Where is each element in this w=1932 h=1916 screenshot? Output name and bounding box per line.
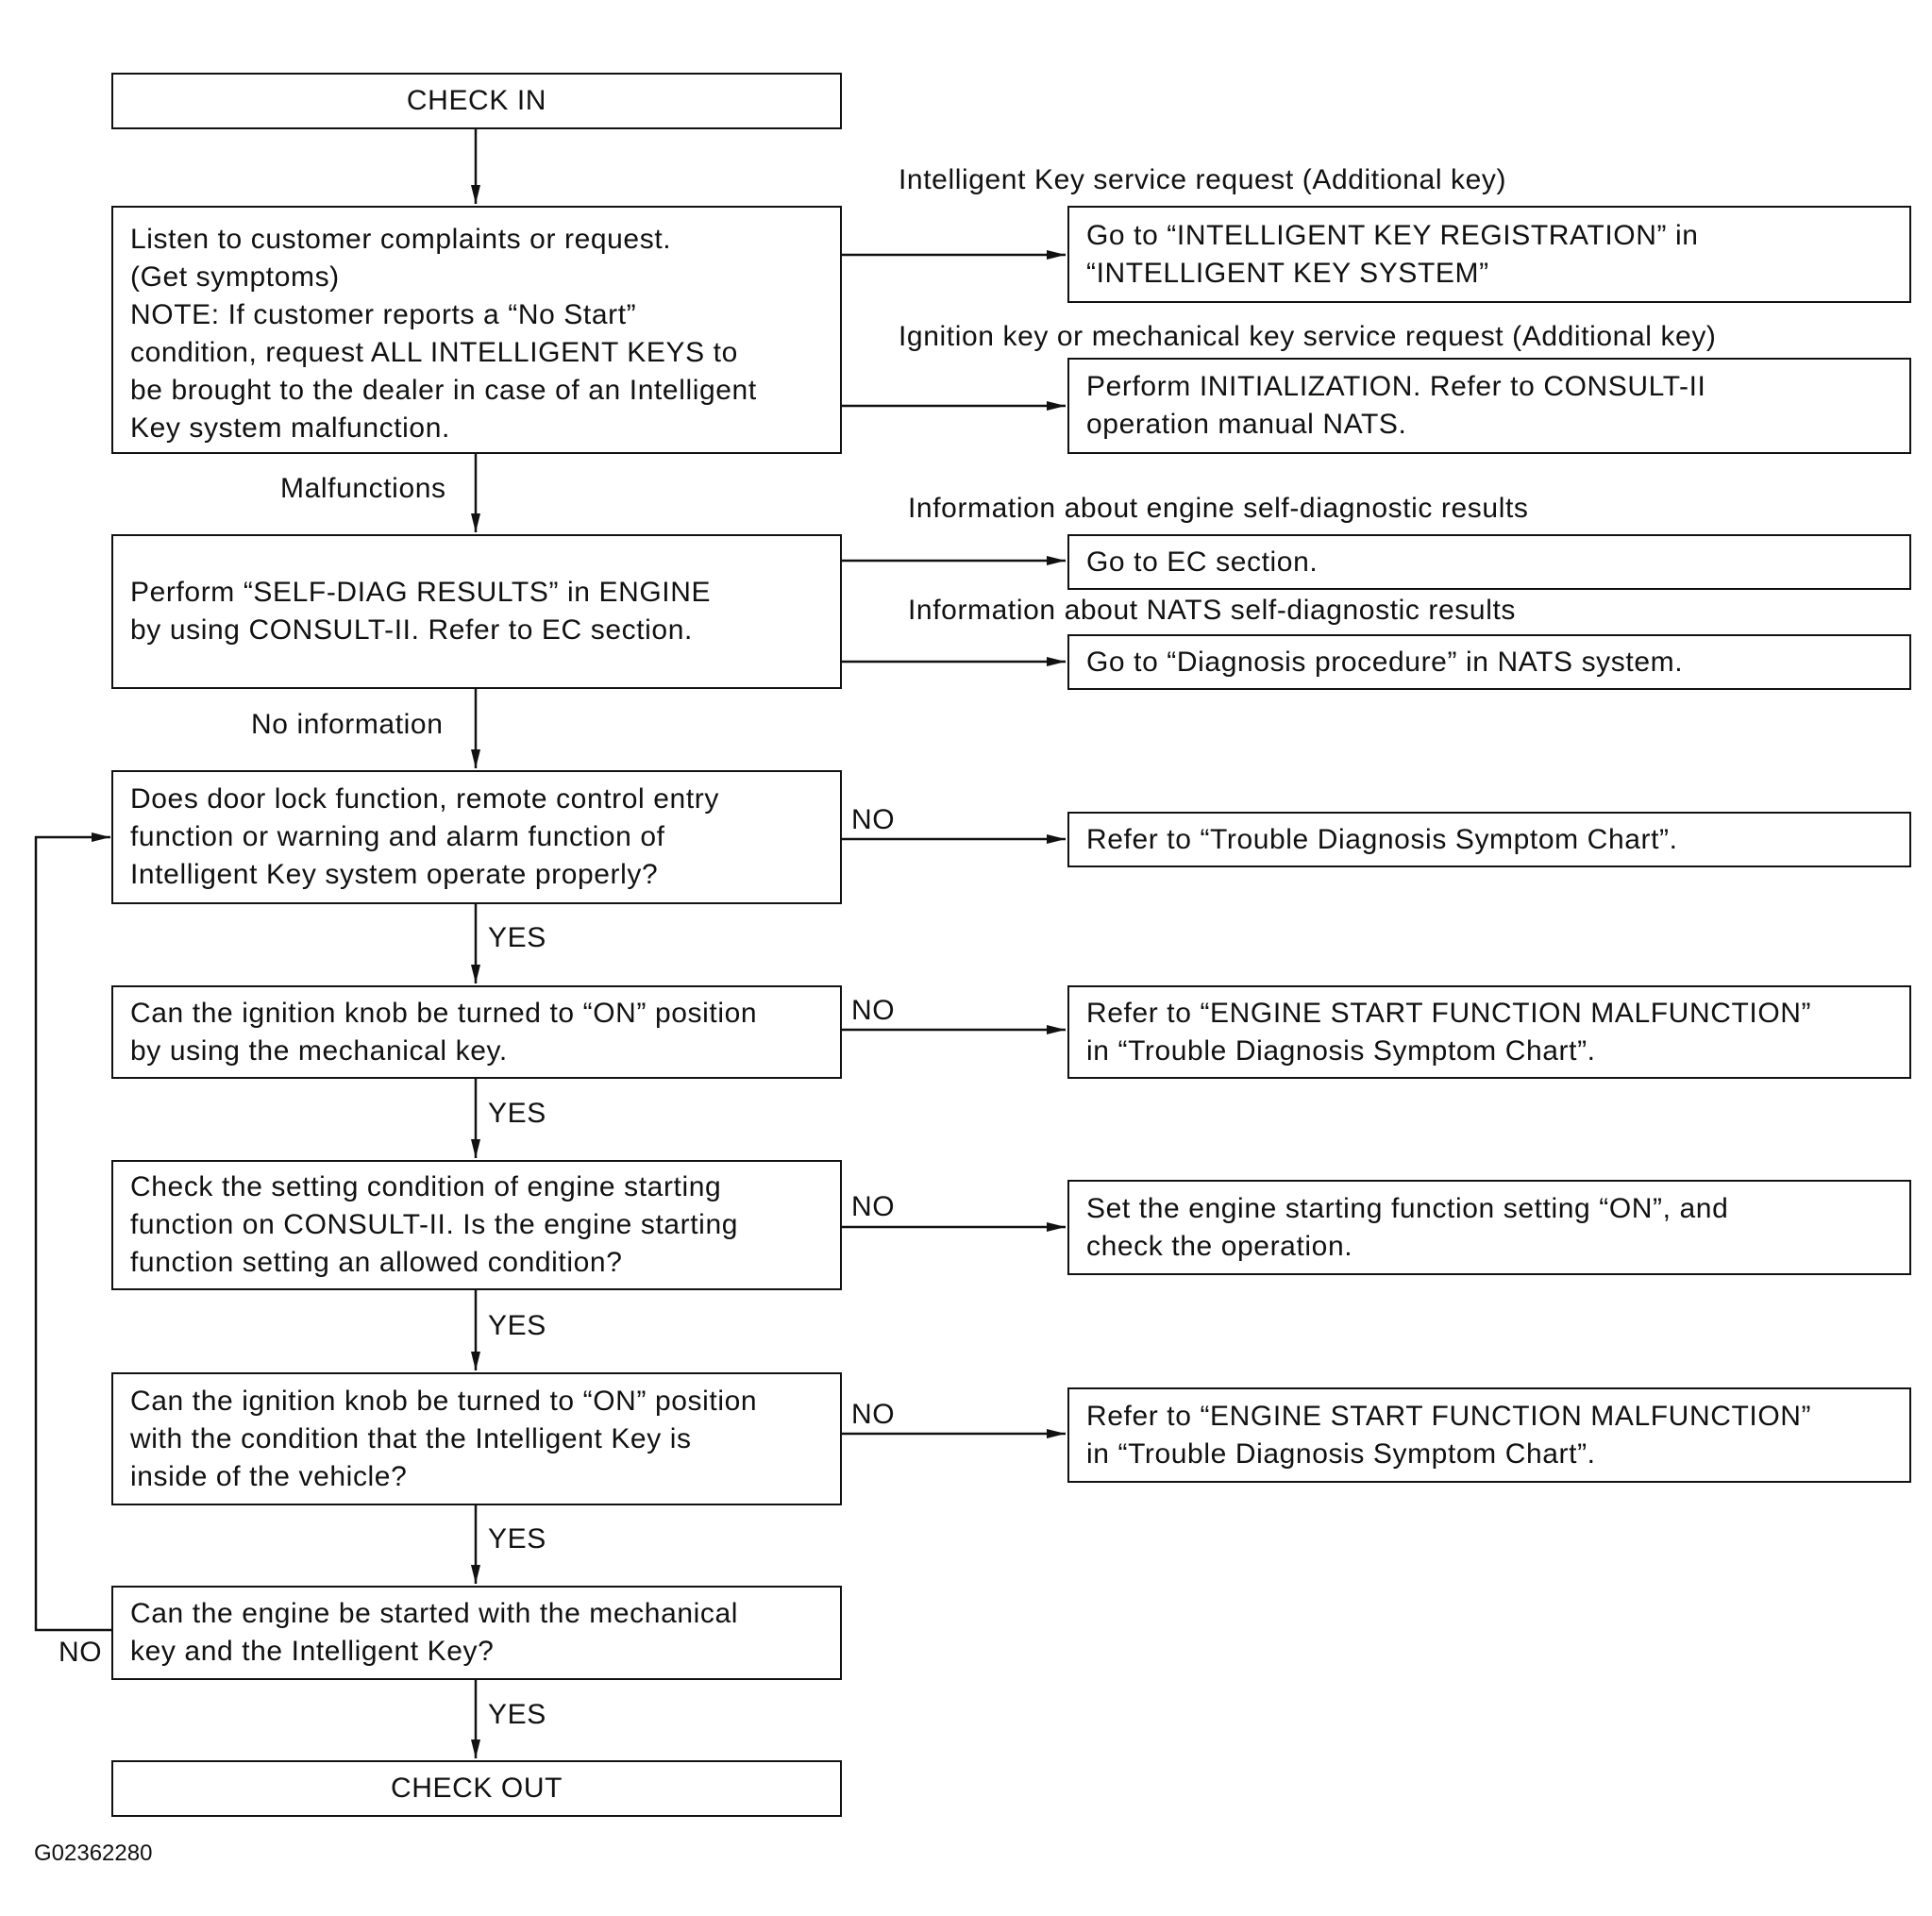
engine-start-malf-1-line-2: in “Trouble Diagnosis Symptom Chart”.	[1086, 1034, 1596, 1067]
ec-section-text: Go to EC section.	[1086, 546, 1319, 578]
setting-check-line-3: function setting an allowed condition?	[130, 1247, 623, 1278]
door-lock-line-3: Intelligent Key system operate properly?	[130, 859, 659, 890]
set-starting-function-line-2: check the operation.	[1086, 1230, 1353, 1262]
engine-start-line-1: Can the engine be started with the mecha…	[130, 1598, 739, 1629]
nats-diag-info-label: Information about NATS self-diagnostic r…	[908, 595, 1516, 626]
check-out-box: CHECK OUT	[111, 1760, 842, 1817]
no-information-label: No information	[251, 709, 444, 740]
engine-start-malf-1-line-1: Refer to “ENGINE START FUNCTION MALFUNCT…	[1086, 997, 1812, 1029]
setting-check-line-2: function on CONSULT-II. Is the engine st…	[130, 1209, 739, 1240]
initialization-box: Perform INITIALIZATION. Refer to CONSULT…	[1067, 358, 1911, 454]
engine-start-question-box: Can the engine be started with the mecha…	[111, 1586, 842, 1680]
ignition-ikey-line-3: inside of the vehicle?	[130, 1460, 408, 1492]
listen-box: Listen to customer complaints or request…	[111, 206, 842, 454]
engine-start-malf-2-line-2: in “Trouble Diagnosis Symptom Chart”.	[1086, 1437, 1596, 1470]
engine-start-line-2: key and the Intelligent Key?	[130, 1636, 495, 1667]
nats-diag-box: Go to “Diagnosis procedure” in NATS syst…	[1067, 634, 1911, 690]
door-lock-line-1: Does door lock function, remote control …	[130, 783, 719, 815]
listen-line-6: Key system malfunction.	[130, 412, 450, 444]
figure-id: G02362280	[34, 1840, 153, 1866]
setting-check-line-1: Check the setting condition of engine st…	[130, 1171, 722, 1202]
mech-key-request-label: Ignition key or mechanical key service r…	[899, 321, 1717, 352]
ec-section-box: Go to EC section.	[1067, 534, 1911, 590]
engine-diag-info-label: Information about engine self-diagnostic…	[908, 493, 1529, 524]
symptom-chart-text: Refer to “Trouble Diagnosis Symptom Char…	[1086, 823, 1678, 855]
yes-label-2: YES	[488, 1098, 546, 1129]
door-lock-line-2: function or warning and alarm function o…	[130, 821, 665, 852]
ignition-ikey-line-1: Can the ignition knob be turned to “ON” …	[130, 1385, 758, 1417]
no-label-4: NO	[851, 1399, 896, 1430]
yes-label-4: YES	[488, 1523, 546, 1555]
ignition-mech-question-box: Can the ignition knob be turned to “ON” …	[111, 985, 842, 1079]
set-starting-function-line-1: Set the engine starting function setting…	[1086, 1192, 1729, 1224]
check-out-text: CHECK OUT	[390, 1773, 563, 1804]
listen-line-2: (Get symptoms)	[130, 261, 340, 293]
no-label-2: NO	[851, 995, 896, 1026]
no-label-1: NO	[851, 804, 896, 835]
listen-line-3: NOTE: If customer reports a “No Start”	[130, 299, 637, 330]
yes-label-1: YES	[488, 922, 546, 953]
setting-check-question-box: Check the setting condition of engine st…	[111, 1160, 842, 1290]
ignition-mech-line-1: Can the ignition knob be turned to “ON” …	[130, 997, 758, 1029]
yes-label-3: YES	[488, 1310, 546, 1341]
no-label-3: NO	[851, 1191, 896, 1222]
initialization-line-2: operation manual NATS.	[1086, 409, 1407, 440]
engine-start-malfunction-box-2: Refer to “ENGINE START FUNCTION MALFUNCT…	[1067, 1387, 1911, 1483]
check-in-text: CHECK IN	[406, 85, 547, 116]
yes-label-5: YES	[488, 1699, 546, 1730]
nats-diag-text: Go to “Diagnosis procedure” in NATS syst…	[1086, 646, 1684, 678]
arrow-loop-back-no	[34, 832, 111, 1632]
door-lock-question-box: Does door lock function, remote control …	[111, 770, 842, 904]
ikey-registration-line-1: Go to “INTELLIGENT KEY REGISTRATION” in	[1086, 219, 1699, 251]
ikey-request-label: Intelligent Key service request (Additio…	[899, 164, 1507, 195]
malfunctions-label: Malfunctions	[280, 473, 446, 504]
self-diag-line-2: by using CONSULT-II. Refer to EC section…	[130, 614, 693, 646]
self-diag-line-1: Perform “SELF-DIAG RESULTS” in ENGINE	[130, 577, 712, 608]
set-starting-function-box: Set the engine starting function setting…	[1067, 1180, 1911, 1275]
listen-line-1: Listen to customer complaints or request…	[130, 224, 672, 255]
check-in-box: CHECK IN	[111, 73, 842, 129]
initialization-line-1: Perform INITIALIZATION. Refer to CONSULT…	[1086, 371, 1706, 402]
self-diag-box: Perform “SELF-DIAG RESULTS” in ENGINE by…	[111, 534, 842, 689]
ignition-ikey-line-2: with the condition that the Intelligent …	[130, 1422, 692, 1454]
ikey-registration-box: Go to “INTELLIGENT KEY REGISTRATION” in …	[1067, 206, 1911, 303]
ignition-ikey-question-box: Can the ignition knob be turned to “ON” …	[111, 1372, 842, 1505]
engine-start-malf-2-line-1: Refer to “ENGINE START FUNCTION MALFUNCT…	[1086, 1400, 1812, 1432]
listen-line-5: be brought to the dealer in case of an I…	[130, 375, 757, 406]
no-label-5: NO	[59, 1637, 103, 1668]
engine-start-malfunction-box-1: Refer to “ENGINE START FUNCTION MALFUNCT…	[1067, 985, 1911, 1079]
ignition-mech-line-2: by using the mechanical key.	[130, 1034, 508, 1067]
symptom-chart-box: Refer to “Trouble Diagnosis Symptom Char…	[1067, 812, 1911, 867]
ikey-registration-line-2: “INTELLIGENT KEY SYSTEM”	[1086, 257, 1489, 289]
listen-line-4: condition, request ALL INTELLIGENT KEYS …	[130, 337, 738, 368]
